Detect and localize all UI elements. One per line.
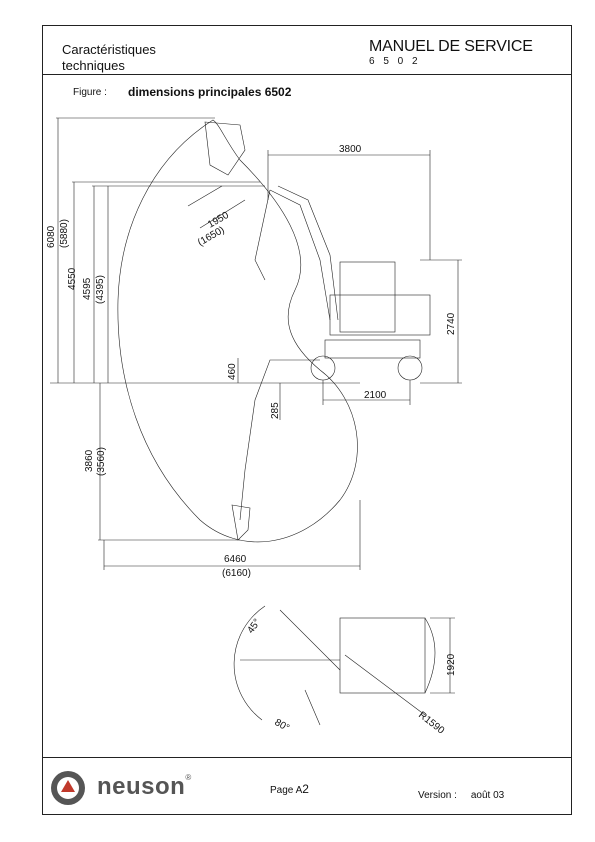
section-title: Caractéristiques techniques	[62, 42, 182, 74]
header-divider	[42, 74, 572, 75]
dim-2100: 2100	[364, 390, 387, 401]
dim-4395: (4395)	[95, 275, 106, 304]
dim-460: 460	[227, 363, 238, 380]
top-view-body	[339, 617, 426, 694]
dim-285: 285	[270, 402, 281, 419]
version-value: août 03	[470, 790, 505, 801]
brand-name: neuson®	[97, 773, 192, 801]
dim-6160: (6160)	[222, 568, 251, 579]
angle-45: 45°	[245, 617, 263, 636]
dim-3800: 3800	[339, 144, 362, 155]
dim-6460: 6460	[224, 554, 247, 565]
boom	[269, 189, 331, 321]
stick	[254, 189, 271, 281]
bucket-low	[231, 504, 251, 541]
section-title-line2: techniques	[62, 58, 125, 73]
version-info: Version : août 03	[418, 790, 504, 801]
cab	[339, 261, 396, 333]
dim-4595: 4595	[82, 277, 93, 300]
footer-divider	[42, 757, 572, 758]
undercarriage	[324, 339, 421, 359]
dim-3560: (3560)	[96, 447, 107, 476]
brand-logo-icon	[50, 770, 86, 806]
rear-wheel	[397, 355, 423, 381]
dim-3860: 3860	[84, 449, 95, 472]
front-wheel	[310, 355, 336, 381]
dim-1920: 1920	[446, 653, 457, 676]
version-label: Version :	[418, 790, 457, 801]
dim-4550: 4550	[67, 267, 78, 290]
figure-label: Figure :	[73, 87, 107, 98]
dim-6080: 6080	[46, 225, 57, 248]
working-envelope	[117, 119, 358, 543]
bucket-top	[204, 121, 246, 176]
model-number: 6 5 0 2	[369, 56, 421, 67]
page-label: Page A	[270, 785, 303, 796]
manual-title: MANUEL DE SERVICE	[369, 38, 533, 55]
boom-lower	[239, 359, 320, 521]
dim-2740: 2740	[446, 312, 457, 335]
page-frame	[42, 25, 572, 815]
section-title-line1: Caractéristiques	[62, 42, 156, 57]
dim-r1590: R1590	[416, 710, 446, 737]
upper-frame	[329, 294, 431, 336]
angle-80: 80°	[273, 717, 292, 734]
page-indicator: Page A2	[270, 782, 309, 796]
dim-5880: (5880)	[59, 219, 70, 248]
brand-text: neuson	[97, 773, 186, 800]
figure-title: dimensions principales 6502	[128, 85, 292, 99]
brand-registered-mark: ®	[185, 773, 192, 782]
page-number: 2	[302, 782, 309, 796]
